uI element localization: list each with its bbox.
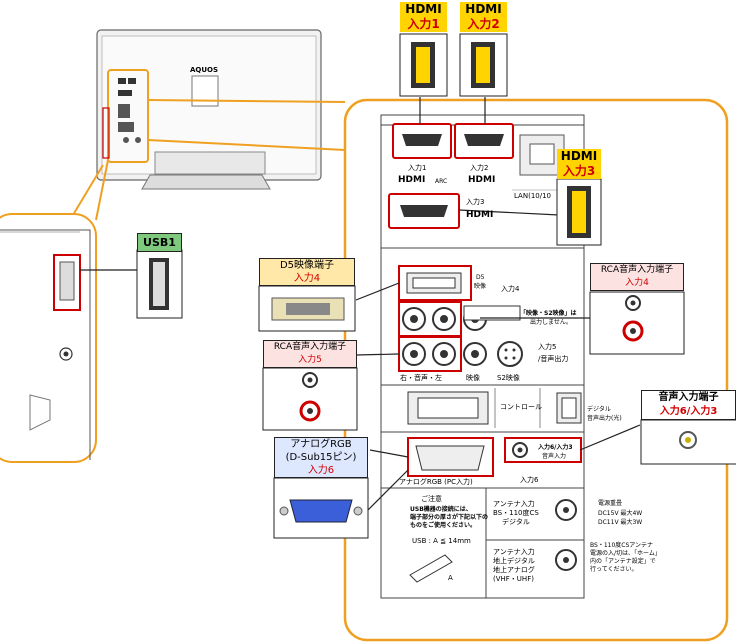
usb-zoom-panel xyxy=(0,213,97,463)
hdmi1-callout-line2: 入力1 xyxy=(407,17,440,31)
hdmi3-callout-line1: HDMI xyxy=(560,149,598,163)
rca5-callout-line2: 入力5 xyxy=(298,355,322,365)
panel-antenna-ter-b: 地上デジタル xyxy=(493,557,535,565)
panel-digital-out-b: 音声出力(光) xyxy=(587,415,622,422)
panel-input4-label: 入力4 xyxy=(501,285,520,293)
panel-hdmi2-logo: HDMI xyxy=(468,175,496,185)
panel-hdmi1-arc: ARC xyxy=(435,178,448,185)
panel-lan-label: LAN(10/10 xyxy=(514,192,551,200)
panel-audio-out-label: /音声出力 xyxy=(538,355,569,363)
panel-hdmi1-logo: HDMI xyxy=(398,175,426,185)
panel-av-ports xyxy=(398,265,523,372)
panel-antenna-area xyxy=(409,488,584,598)
hdmi2-callout: HDMI 入力2 xyxy=(460,2,507,32)
panel-usb-a: A xyxy=(448,574,453,582)
rca5-callout: RCA音声入力端子 入力5 xyxy=(263,340,357,368)
panel-usb-spec: USB : A ≦ 14mm xyxy=(412,537,471,545)
usb1-callout-title: USB1 xyxy=(143,236,176,249)
audio-input-callout-line2: 入力6/入力3 xyxy=(659,406,718,417)
panel-antenna-bs-c: デジタル xyxy=(502,518,530,526)
panel-power-a: 電源重畳 xyxy=(598,500,623,507)
analog-rgb-callout-line2: (D-Sub15ピン) xyxy=(285,452,357,463)
analog-rgb-callout-line1: アナログRGB xyxy=(290,439,352,450)
panel-notice-title: ご注意 xyxy=(421,495,442,503)
panel-hdmi3-logo: HDMI xyxy=(466,210,494,220)
panel-input6-label: 入力6 xyxy=(520,476,539,484)
panel-hdmi-ports xyxy=(388,123,570,229)
panel-video-caption: 映像 xyxy=(466,374,480,382)
panel-power-b: DC15V 最大4W xyxy=(598,510,643,517)
d5-callout: D5映像端子 入力4 xyxy=(259,258,355,286)
panel-hdmi2-label: 入力2 xyxy=(470,164,489,172)
hdmi3-callout: HDMI 入力3 xyxy=(557,149,601,179)
panel-warning-b: 出力しません。 xyxy=(530,319,572,326)
panel-notice-b: 端子部分の厚さが下記以下の xyxy=(410,514,489,521)
panel-antenna-ter-d: (VHF・UHF) xyxy=(493,575,534,583)
panel-input6-3-b: 音声入力 xyxy=(542,453,567,460)
pointer-lines xyxy=(80,97,641,511)
panel-notice-a: USB機器の接続には、 xyxy=(410,506,472,513)
hdmi1-callout-line1: HDMI xyxy=(405,2,442,16)
panel-control-ports xyxy=(407,388,582,428)
analog-rgb-callout-line3: 入力6 xyxy=(307,465,335,476)
panel-bs-note-d: 行ってください。 xyxy=(590,566,638,573)
hdmi2-callout-line1: HDMI xyxy=(465,2,502,16)
analog-rgb-callout: アナログRGB (D-Sub15ピン) 入力6 xyxy=(274,437,368,478)
rca4-callout: RCA音声入力端子 入力4 xyxy=(590,263,684,291)
panel-input5-label: 入力5 xyxy=(538,343,557,351)
zoom-lines xyxy=(69,99,346,221)
panel-digital-out-a: デジタル xyxy=(587,406,611,413)
callout-graphics xyxy=(136,33,736,539)
hdmi3-callout-line2: 入力3 xyxy=(562,164,596,178)
panel-power-c: DC11V 最大3W xyxy=(598,519,643,526)
panel-control-label: コントロール xyxy=(500,403,542,411)
panel-notice-c: ものをご使用ください。 xyxy=(410,522,477,529)
usb1-callout: USB1 xyxy=(137,233,182,252)
audio-input-callout-line1: 音声入力端子 xyxy=(658,392,719,403)
panel-hdmi3-label: 入力3 xyxy=(466,198,485,206)
panel-d5-label-a: D5 xyxy=(476,274,485,281)
d5-callout-line2: 入力4 xyxy=(293,273,321,284)
panel-bs-note-a: BS・110度CSアンテナ xyxy=(590,542,654,549)
hdmi2-callout-line2: 入力2 xyxy=(467,17,500,31)
panel-d5-label-b: 映像 xyxy=(474,283,487,290)
panel-bs-note-b: 電源の入/切は、「ホーム」 xyxy=(590,550,661,557)
rca5-callout-line1: RCA音声入力端子 xyxy=(273,342,347,352)
panel-warning-a: 「映像・S2映像」は xyxy=(520,310,577,317)
d5-callout-line1: D5映像端子 xyxy=(279,260,335,271)
rca4-callout-line2: 入力4 xyxy=(625,278,649,288)
rca4-callout-line1: RCA音声入力端子 xyxy=(600,265,674,275)
tv-brand-label: AQUOS xyxy=(190,66,219,74)
zoom-panel xyxy=(343,98,729,642)
tv-back-illustration xyxy=(96,29,322,190)
hdmi1-callout: HDMI 入力1 xyxy=(400,2,447,32)
panel-bs-note-c: 内の「アンテナ設定」で xyxy=(590,558,656,565)
panel-antenna-bs-b: BS・110度CS xyxy=(493,509,539,517)
panel-antenna-bs-a: アンテナ入力 xyxy=(493,500,535,508)
panel-rgb-caption: アナログRGB (PC入力) xyxy=(399,478,473,486)
panel-input6-3-a: 入力6/入力3 xyxy=(538,444,573,451)
panel-antenna-ter-a: アンテナ入力 xyxy=(493,548,535,556)
panel-hdmi1-label: 入力1 xyxy=(408,164,427,172)
audio-input-callout: 音声入力端子 入力6/入力3 xyxy=(641,390,736,420)
panel-rca-caption: 右・音声・左 xyxy=(400,374,442,382)
panel-s2-caption: S2映像 xyxy=(497,374,520,382)
panel-antenna-ter-c: 地上アナログ xyxy=(493,566,535,574)
